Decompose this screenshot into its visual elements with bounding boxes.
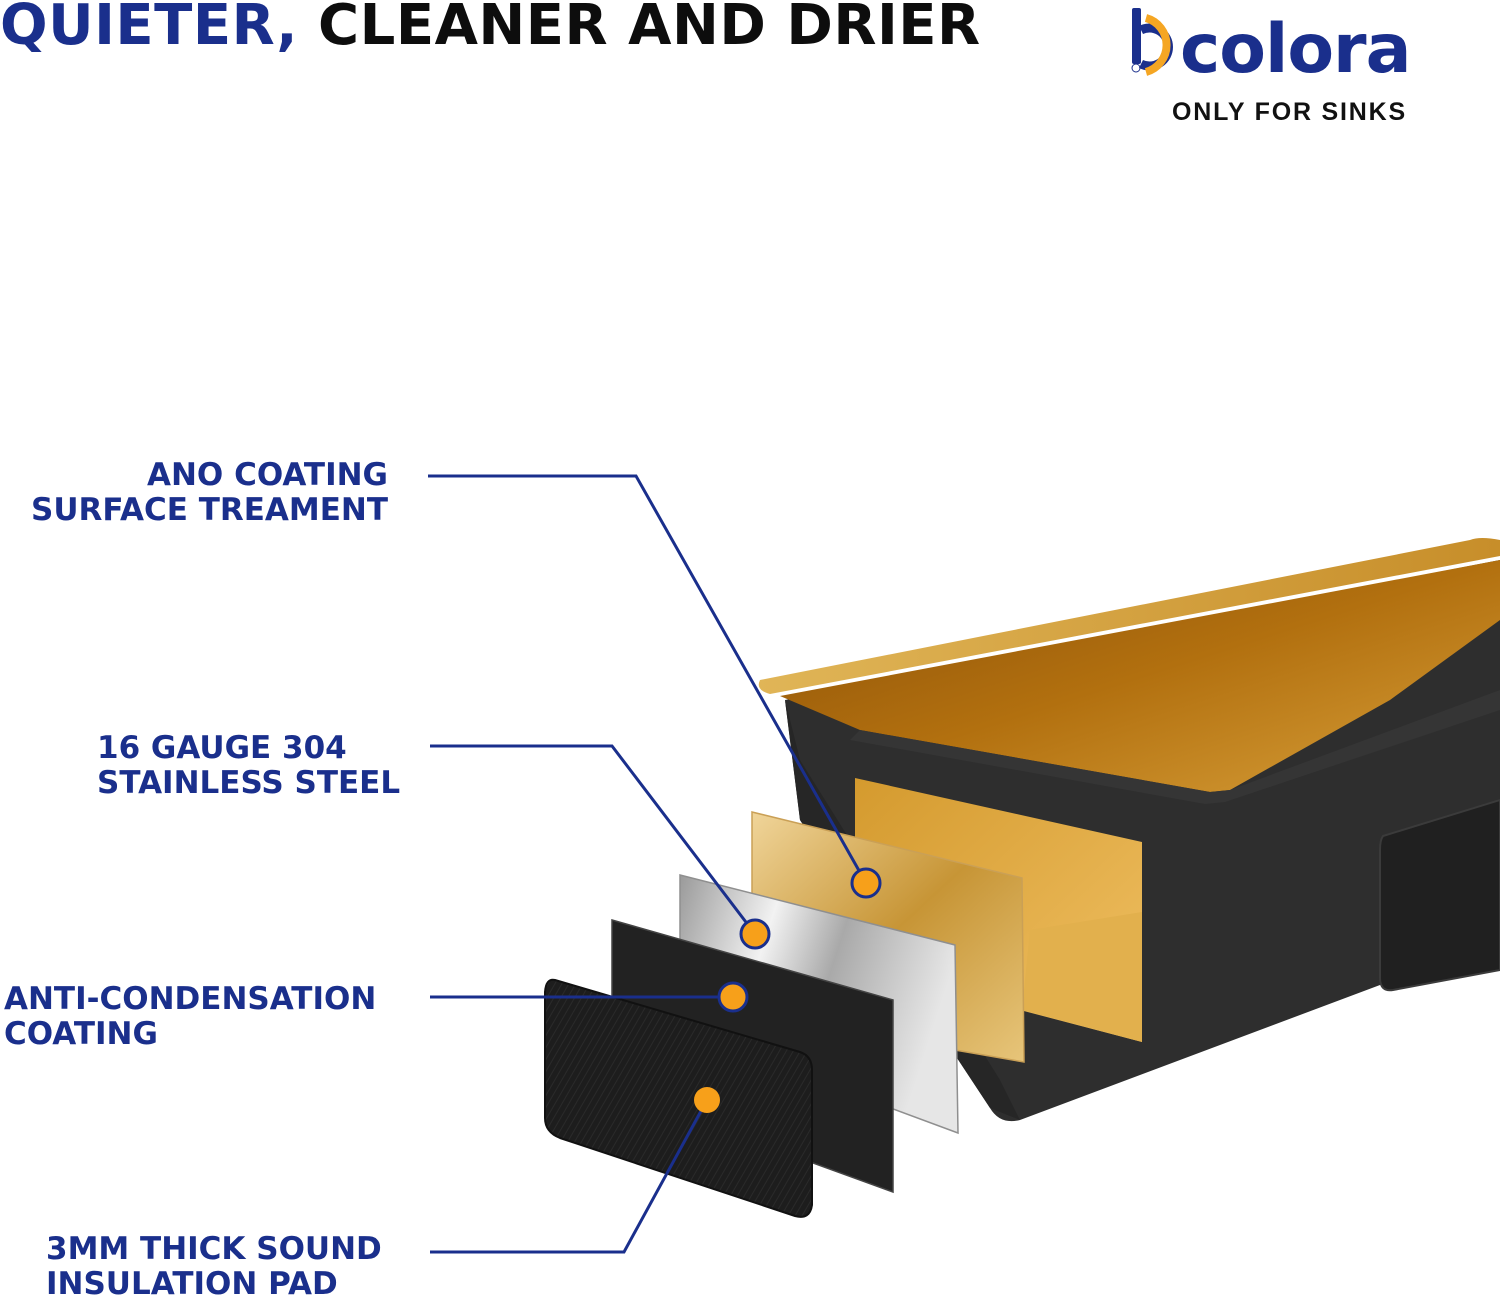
leader-pad <box>430 1099 709 1254</box>
callout-stainless-steel: 16 GAUGE 304 STAINLESS STEEL <box>97 731 400 801</box>
callout-ano-coating: ANO COATING SURFACE TREAMENT <box>0 458 388 528</box>
marker-steel <box>739 918 771 950</box>
logo-text: colora <box>1180 10 1410 89</box>
registered-icon <box>1131 63 1141 73</box>
sound-insulation-pad <box>544 978 813 1218</box>
callout-line: INSULATION PAD <box>46 1266 338 1302</box>
bcolora-logo-icon: colora <box>1131 8 1411 89</box>
brand-tagline: ONLY FOR SINKS <box>1172 98 1407 126</box>
callout-line: SURFACE TREAMENT <box>31 492 388 528</box>
callout-anti-condensation: ANTI-CONDENSATION COATING <box>4 982 376 1052</box>
leader-ano <box>428 474 868 884</box>
callout-line: ANO COATING <box>146 457 388 493</box>
callout-line: STAINLESS STEEL <box>97 765 401 801</box>
marker-pad <box>694 1087 720 1113</box>
headline-rest: CLEANER AND DRIER <box>298 0 981 58</box>
marker-ano <box>850 867 882 899</box>
headline: QUIETER, CLEANER AND DRIER <box>0 0 981 58</box>
brand-logo: colora ONLY FOR SINKS <box>1120 0 1465 130</box>
marker-condensation <box>717 981 749 1013</box>
callout-line: 16 GAUGE 304 <box>97 730 347 766</box>
callout-line: 3MM THICK SOUND <box>46 1231 382 1267</box>
callout-insulation-pad: 3MM THICK SOUND INSULATION PAD <box>46 1232 382 1302</box>
markers <box>694 867 882 1113</box>
leader-lines <box>428 474 868 1254</box>
callout-line: COATING <box>4 1016 158 1052</box>
callout-line: ANTI-CONDENSATION <box>4 981 377 1017</box>
headline-accent: QUIETER, <box>0 0 299 58</box>
sink-side-pad <box>1379 798 1500 992</box>
leader-steel <box>430 744 757 935</box>
